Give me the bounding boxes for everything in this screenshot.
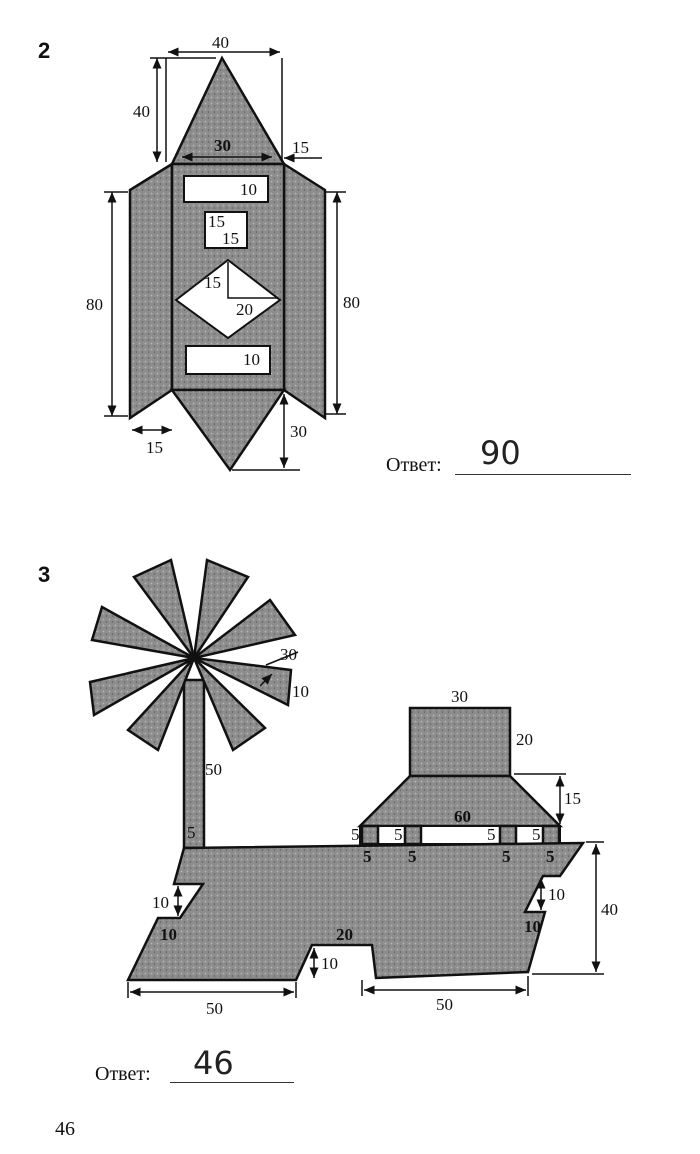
label-notch-w: 20 bbox=[336, 925, 353, 944]
label-body-w: 60 bbox=[454, 807, 471, 826]
problem-2-number: 2 bbox=[38, 38, 51, 63]
label-wheel: 5 bbox=[363, 847, 372, 866]
label-wheel: 5 bbox=[502, 847, 511, 866]
label-right-step-h: 10 bbox=[548, 885, 565, 904]
label-wheel: 5 bbox=[408, 847, 417, 866]
rocket-right-fin bbox=[282, 161, 327, 421]
answer-label-3: Ответ: bbox=[95, 1063, 151, 1085]
label-bottom-left: 50 bbox=[206, 999, 223, 1018]
ground-platform bbox=[126, 841, 586, 982]
label-bottom-right: 50 bbox=[436, 995, 453, 1014]
answer-line-2[interactable] bbox=[455, 474, 631, 475]
leader-arrow bbox=[259, 673, 273, 687]
page-number: 46 bbox=[55, 1118, 75, 1140]
label-side-offset: 15 bbox=[292, 138, 309, 157]
label-sq-b: 15 bbox=[222, 229, 239, 248]
label-bottom-height: 30 bbox=[290, 422, 307, 441]
rocket-left-fin bbox=[128, 161, 174, 421]
petal bbox=[90, 605, 195, 660]
chimney bbox=[408, 706, 512, 778]
wheel bbox=[498, 824, 518, 846]
wheel bbox=[403, 824, 423, 846]
label-rh-b: 20 bbox=[236, 300, 253, 319]
petal bbox=[192, 657, 267, 752]
leader-line bbox=[265, 651, 299, 666]
label-top-height: 40 bbox=[133, 102, 150, 121]
answer-label-2: Ответ: bbox=[386, 454, 442, 476]
petal bbox=[193, 598, 298, 660]
label-ray-len: 30 bbox=[280, 645, 297, 664]
label-top-width: 40 bbox=[212, 33, 229, 52]
label-sq-a: 15 bbox=[208, 212, 225, 231]
rhombus-half-diagonals bbox=[227, 262, 278, 299]
petal bbox=[193, 656, 293, 707]
petal bbox=[88, 656, 195, 718]
label-win2: 10 bbox=[243, 350, 260, 369]
rocket-figure: 40 40 30 15 10 15 15 15 20 10 80 80 15 3… bbox=[86, 33, 360, 473]
label-roof-h: 15 bbox=[564, 789, 581, 808]
problem-3-number: 3 bbox=[38, 562, 51, 587]
label-wheel: 5 bbox=[532, 825, 541, 844]
label-left-step-h: 10 bbox=[152, 893, 169, 912]
label-chimney-w: 30 bbox=[451, 687, 468, 706]
rocket-square bbox=[204, 211, 248, 249]
answer-value-2: 90 bbox=[480, 434, 521, 472]
label-win1: 10 bbox=[240, 180, 257, 199]
rocket-rhombus bbox=[174, 258, 282, 340]
label-total-h: 40 bbox=[601, 900, 618, 919]
label-right-height: 80 bbox=[343, 293, 360, 312]
wheel bbox=[360, 824, 380, 846]
label-left-step-w: 10 bbox=[160, 925, 177, 944]
label-right-step-w: 10 bbox=[524, 917, 541, 936]
label-rh-a: 15 bbox=[204, 273, 221, 292]
label-bottom-offset: 15 bbox=[146, 438, 163, 457]
label-inner-width: 30 bbox=[214, 136, 231, 155]
rocket-window-top bbox=[183, 175, 269, 203]
petal bbox=[192, 558, 250, 659]
answer-line-3[interactable] bbox=[170, 1082, 294, 1083]
label-wheel: 5 bbox=[546, 847, 555, 866]
rocket-window-bottom bbox=[185, 345, 271, 375]
label-ray-w: 10 bbox=[292, 682, 309, 701]
rocket-tail bbox=[169, 388, 287, 473]
label-notch-h: 10 bbox=[321, 954, 338, 973]
flower-figure: 30 10 50 5 bbox=[88, 558, 309, 850]
label-chimney-h: 20 bbox=[516, 730, 533, 749]
label-wheel: 5 bbox=[487, 825, 496, 844]
label-stem-w: 5 bbox=[187, 823, 196, 842]
petal bbox=[132, 558, 196, 659]
label-stem-h: 50 bbox=[205, 760, 222, 779]
wheel bbox=[541, 824, 561, 846]
label-left-height: 80 bbox=[86, 295, 103, 314]
petal bbox=[126, 657, 196, 752]
answer-value-3: 46 bbox=[193, 1044, 234, 1082]
train-figure: 30 20 15 60 5 5 5 5 5 5 5 5 10 10 20 10 … bbox=[126, 687, 618, 1018]
label-wheel: 5 bbox=[351, 825, 360, 844]
train-body-strip bbox=[359, 825, 561, 845]
label-wheel: 5 bbox=[394, 825, 403, 844]
